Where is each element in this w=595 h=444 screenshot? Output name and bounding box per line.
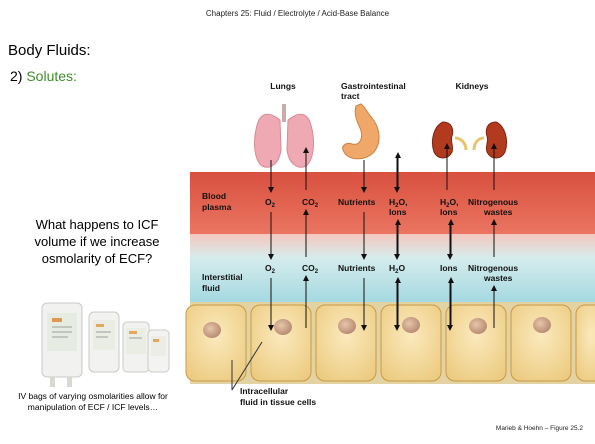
blood-wastes-label: wastes bbox=[483, 207, 513, 217]
blood-ions-label: Ions bbox=[389, 207, 407, 217]
inter-nitrogenous-label: Nitrogenous bbox=[468, 263, 518, 273]
blood-label-line2: plasma bbox=[202, 202, 232, 212]
interstitial-label-line1: Interstitial bbox=[202, 272, 243, 282]
question-text: What happens to ICF volume if we increas… bbox=[20, 216, 174, 267]
lungs-label: Lungs bbox=[270, 81, 296, 91]
inter-nutrients-label: Nutrients bbox=[338, 263, 376, 273]
blood-ions-kidney-label: Ions bbox=[440, 207, 458, 217]
inter-ions-label: Ions bbox=[440, 263, 458, 273]
blood-label-line1: Blood bbox=[202, 191, 226, 201]
intracellular-label-line2: fluid in tissue cells bbox=[240, 397, 316, 407]
interstitial-label-line2: fluid bbox=[202, 283, 220, 293]
gi-tract-label-line2: tract bbox=[341, 91, 360, 101]
blood-nitrogenous-label: Nitrogenous bbox=[468, 197, 518, 207]
blood-nutrients-label: Nutrients bbox=[338, 197, 376, 207]
intracellular-label-line1: Intracellular bbox=[240, 386, 289, 396]
figure-credit: Marieb & Hoehn – Figure 25.2 bbox=[496, 425, 583, 432]
iv-bags-illustration bbox=[42, 303, 169, 387]
lungs-illustration bbox=[255, 104, 314, 167]
gi-tract-label-line1: Gastrointestinal bbox=[341, 81, 406, 91]
kidneys-illustration bbox=[432, 122, 506, 158]
iv-bags-caption: IV bags of varying osmolarities allow fo… bbox=[4, 391, 182, 413]
inter-wastes-label: wastes bbox=[483, 273, 513, 283]
stomach-illustration bbox=[343, 104, 379, 159]
kidneys-label: Kidneys bbox=[455, 81, 488, 91]
